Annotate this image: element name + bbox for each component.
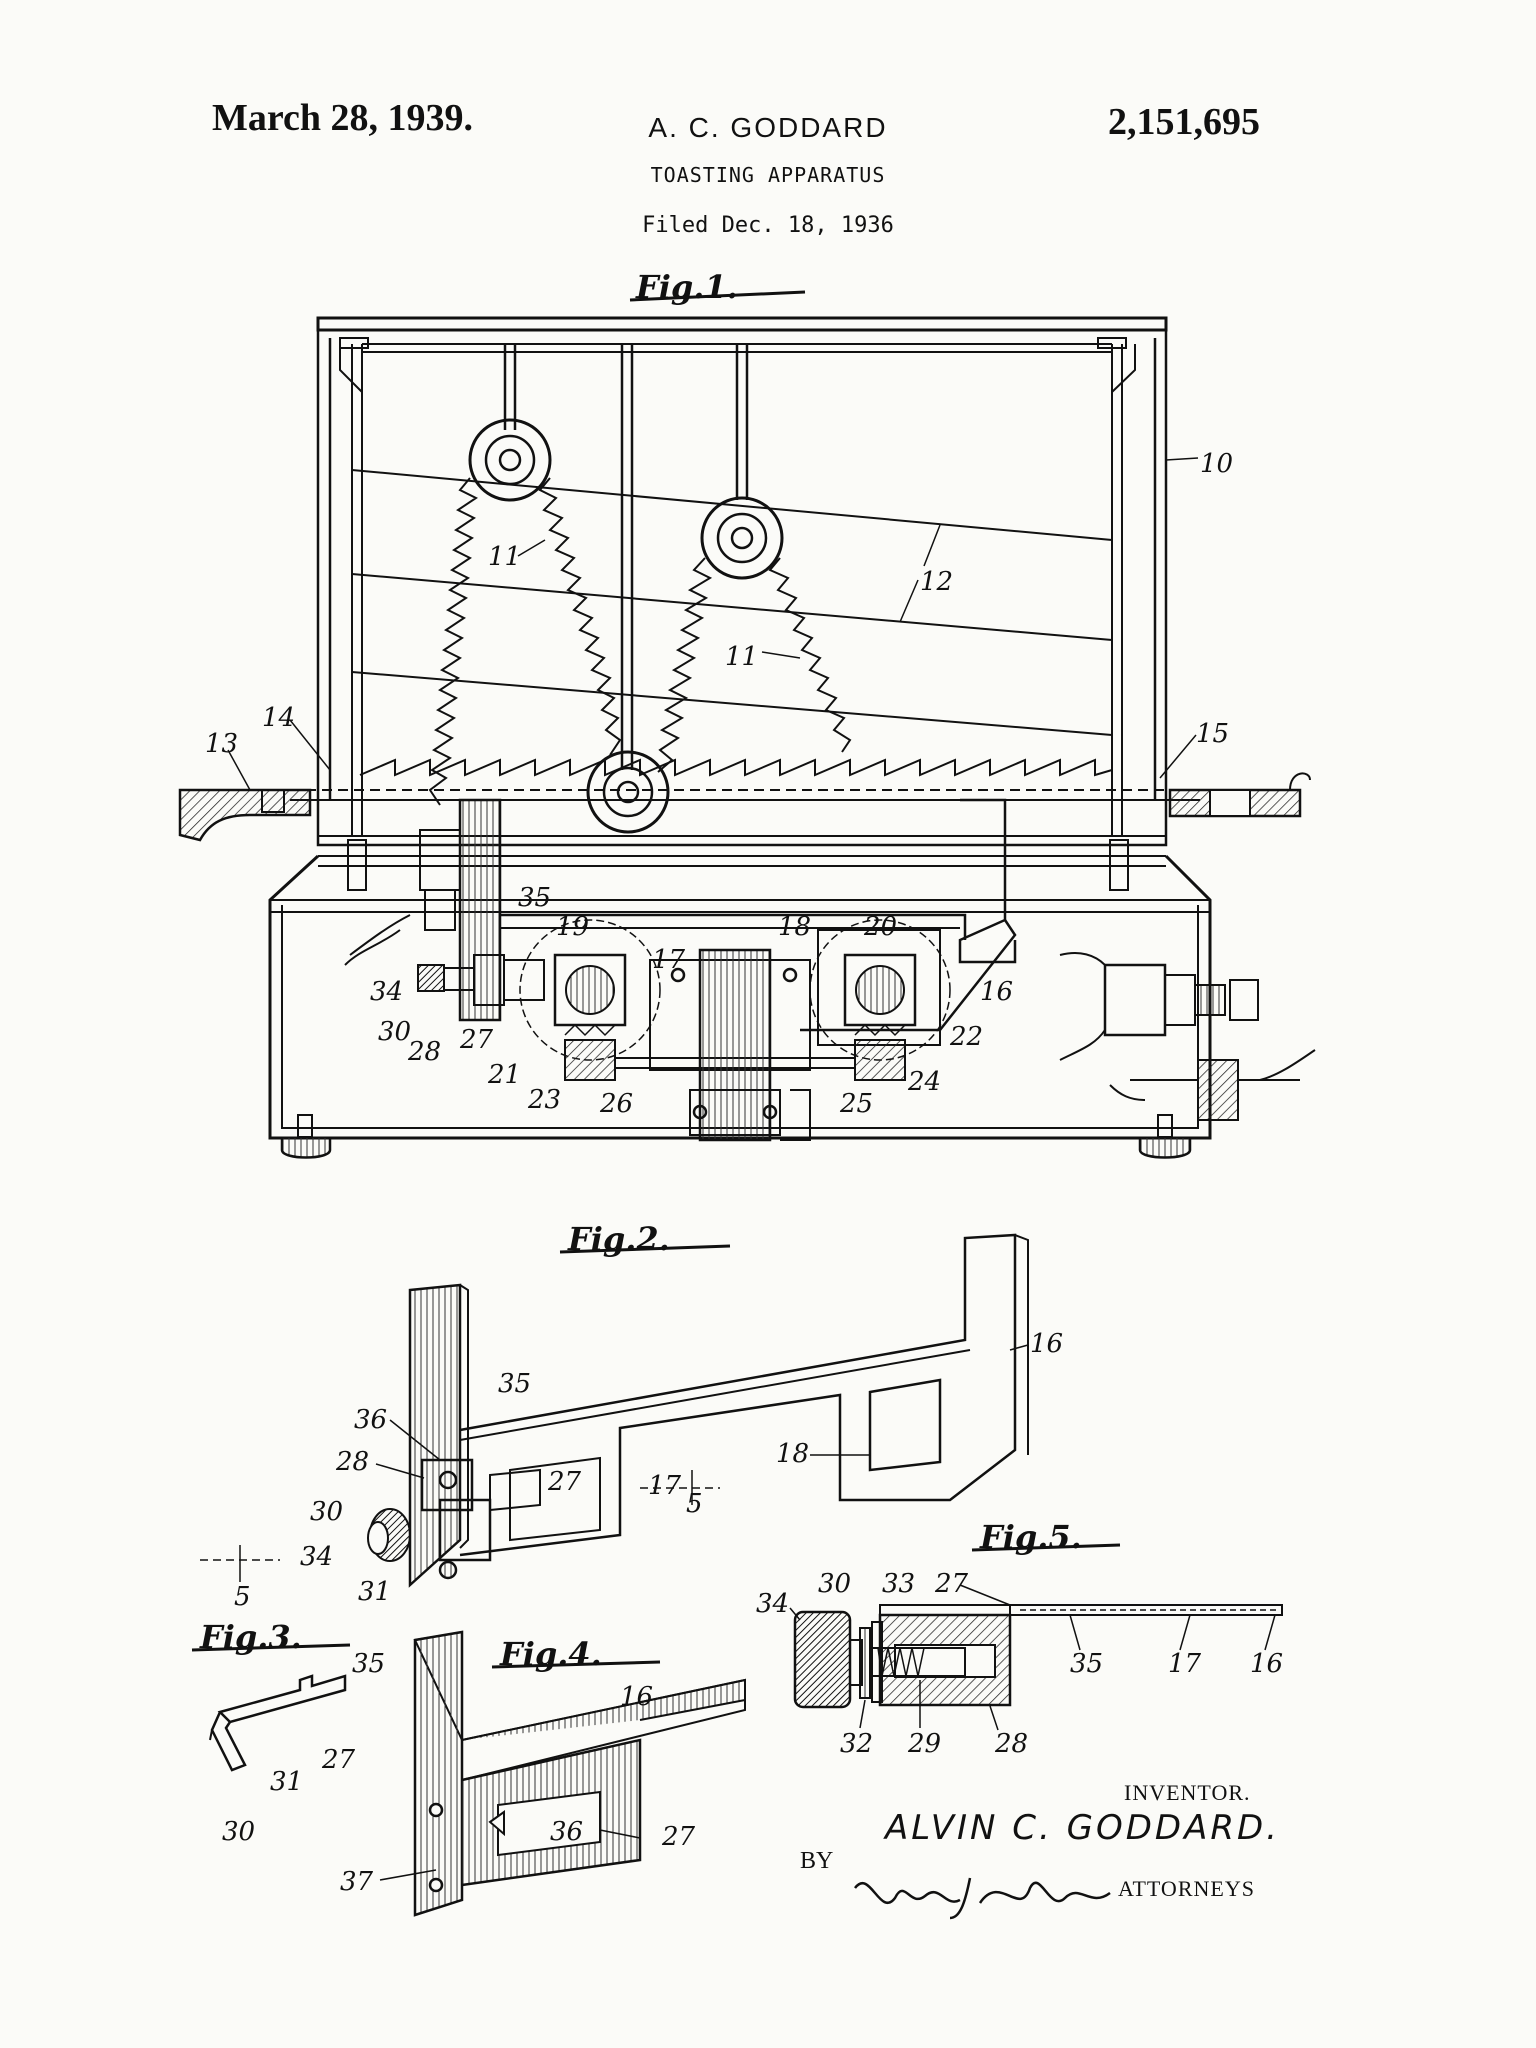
inventor-name: ALVIN C. GODDARD. <box>885 1808 1280 1848</box>
patent-title: TOASTING APPARATUS <box>650 163 886 187</box>
ref-34: 34 <box>370 977 403 1007</box>
ref-24: 24 <box>907 1067 941 1097</box>
filing-date: Filed Dec. 18, 1936 <box>642 213 894 238</box>
ref-28-fig5: 28 <box>994 1729 1028 1759</box>
ref-25: 25 <box>839 1089 873 1119</box>
ref-34-fig5: 34 <box>756 1589 789 1619</box>
ref-35: 35 <box>518 883 551 913</box>
ref-16-fig2: 16 <box>1030 1329 1063 1359</box>
ref-26: 26 <box>599 1089 633 1119</box>
ref-27-fig2: 27 <box>547 1467 582 1497</box>
ref-28: 28 <box>407 1037 441 1067</box>
ref-30-fig5: 30 <box>818 1569 851 1599</box>
ref-17: 17 <box>652 945 686 975</box>
ref-23: 23 <box>527 1085 561 1115</box>
figure-3: Fig.3. 35 27 31 30 <box>191 1618 385 1847</box>
figure-2: Fig.2. <box>200 1220 1063 1612</box>
ref-17-fig2: 17 <box>648 1471 682 1501</box>
ref-30-fig2: 30 <box>310 1497 343 1527</box>
figure-5: Fig.5. 34 30 33 27 35 <box>756 1518 1283 1759</box>
ref-30-fig3: 30 <box>222 1817 255 1847</box>
ref-36-fig4: 36 <box>550 1817 583 1847</box>
ref-34-fig2: 34 <box>300 1542 333 1572</box>
ref-33-fig5: 33 <box>882 1569 915 1599</box>
ref-17-fig5: 17 <box>1168 1649 1202 1679</box>
ref-11-left: 11 <box>488 542 521 572</box>
ref-15: 15 <box>1196 719 1229 749</box>
ref-28-fig2: 28 <box>335 1447 369 1477</box>
patent-number: 2,151,695 <box>1108 101 1260 143</box>
ref-35-fig2: 35 <box>498 1369 531 1399</box>
ref-32-fig5: 32 <box>840 1729 873 1759</box>
ref-37-fig4: 37 <box>340 1867 374 1897</box>
figure-1: Fig.1. <box>178 268 1316 1159</box>
ref-31-fig3: 31 <box>270 1767 303 1797</box>
ref-27-fig3: 27 <box>321 1745 356 1775</box>
ref-13: 13 <box>205 729 238 759</box>
patent-date: March 28, 1939. <box>212 97 474 139</box>
ref-16: 16 <box>980 977 1013 1007</box>
inventor-label: INVENTOR. <box>1124 1780 1251 1805</box>
by-label: BY <box>800 1848 834 1874</box>
ref-5-section-right: 5 <box>686 1489 703 1519</box>
figure-4: Fig.4. 16 36 27 37 <box>340 1630 746 1917</box>
ref-22: 22 <box>949 1022 983 1052</box>
ref-16-fig5: 16 <box>1250 1649 1283 1679</box>
ref-30: 30 <box>378 1017 411 1047</box>
attorney-signature <box>854 1877 1111 1920</box>
ref-19: 19 <box>556 912 589 942</box>
ref-18-fig2: 18 <box>776 1439 809 1469</box>
ref-31-fig2: 31 <box>358 1577 391 1607</box>
ref-27-fig5: 27 <box>934 1569 969 1599</box>
ref-16-fig4: 16 <box>620 1682 653 1712</box>
ref-20: 20 <box>863 912 897 942</box>
ref-27-fig4: 27 <box>661 1822 696 1852</box>
ref-21: 21 <box>487 1060 521 1090</box>
attorneys-label: ATTORNEYS <box>1118 1876 1255 1901</box>
ref-36-fig2: 36 <box>354 1405 387 1435</box>
ref-29-fig5: 29 <box>907 1729 941 1759</box>
ref-35-fig3: 35 <box>352 1649 385 1679</box>
inventor-header: A. C. GODDARD <box>648 112 888 143</box>
ref-35-fig5: 35 <box>1070 1649 1103 1679</box>
ref-27: 27 <box>459 1025 494 1055</box>
ref-5-section-left: 5 <box>234 1582 251 1612</box>
ref-14: 14 <box>262 703 295 733</box>
ref-10: 10 <box>1200 449 1233 479</box>
ref-11-right: 11 <box>725 642 758 672</box>
ref-18: 18 <box>778 912 811 942</box>
ref-12: 12 <box>920 567 953 597</box>
